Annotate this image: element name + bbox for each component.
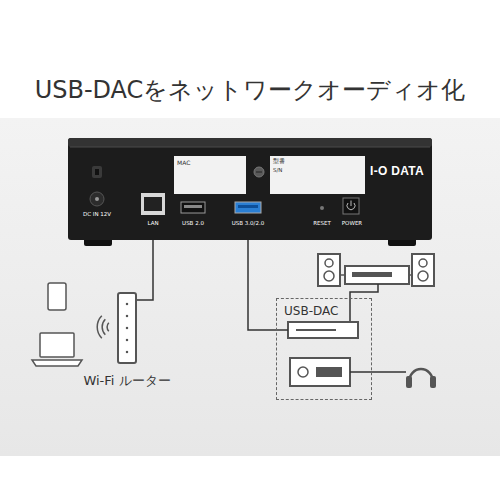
power-button [343, 198, 359, 214]
cable-line [248, 240, 276, 330]
port-label: USB 3.0/2.0 [232, 221, 264, 227]
speaker-cone [418, 271, 428, 281]
device-top-edge [68, 138, 432, 147]
node-text: Wi-Fi ルーター [83, 372, 170, 390]
audio-wire [350, 284, 378, 322]
port-label: DC IN 12V [83, 212, 111, 218]
screw [254, 167, 264, 177]
headphone-cup [430, 376, 436, 388]
node-text: I-O DATA [370, 164, 424, 178]
dac-unit [288, 322, 358, 338]
cable-line [137, 240, 153, 300]
lock-slot [92, 166, 102, 178]
speaker-wire [409, 274, 412, 276]
mac-sticker [174, 156, 246, 194]
screw-slot [256, 172, 262, 173]
speaker-cone [419, 259, 427, 267]
speaker [412, 254, 434, 286]
stereo-display [352, 272, 392, 277]
button-label: RESET [313, 221, 331, 227]
dac-slot [296, 329, 336, 331]
stereo-amp [345, 266, 409, 284]
reset-hole [320, 206, 324, 210]
ground-panel [0, 118, 500, 456]
tablet-icon [48, 283, 66, 310]
speaker-wire [340, 274, 345, 276]
page-title: USB-DACをネットワークオーディオ化 [0, 74, 500, 106]
dc-jack [90, 192, 104, 206]
port-label: USB 2.0 [182, 221, 204, 227]
sticker-label: MAC [177, 160, 190, 166]
sticker-label: S/N [273, 168, 282, 174]
amp-display [316, 367, 342, 377]
usb3-port [235, 202, 261, 213]
wifi-waves [97, 316, 109, 338]
device-edge-line [70, 147, 430, 148]
speaker-cone [324, 271, 334, 281]
headphone-wire [350, 371, 406, 373]
headphone-cup [406, 376, 412, 388]
device-housing [68, 138, 432, 240]
serial-sticker [270, 156, 365, 194]
laptop-base [32, 360, 82, 366]
speaker [318, 254, 340, 286]
router-box: Wi-Fi ルーター [117, 292, 137, 364]
dc-pin [95, 197, 99, 201]
sticker-label: 型番 [273, 159, 285, 165]
usb3-tongue [238, 205, 258, 208]
lan-port [141, 193, 165, 215]
headphone-amp [290, 358, 350, 386]
port-label: LAN [147, 221, 158, 227]
volume-knob [298, 367, 308, 377]
speaker-cone [325, 259, 333, 267]
lock-hole [95, 169, 99, 175]
usb2-port [181, 202, 205, 213]
laptop-screen [40, 333, 74, 357]
button-label: POWER [342, 221, 362, 227]
headphone-band [409, 369, 433, 382]
usb-cable-stub [276, 329, 288, 331]
usb2-tongue [184, 205, 202, 208]
power-symbol [347, 201, 355, 210]
node-text: USB-DAC [283, 304, 339, 318]
dashed-group: USB-DAC [276, 298, 372, 400]
lan-socket [144, 197, 162, 211]
